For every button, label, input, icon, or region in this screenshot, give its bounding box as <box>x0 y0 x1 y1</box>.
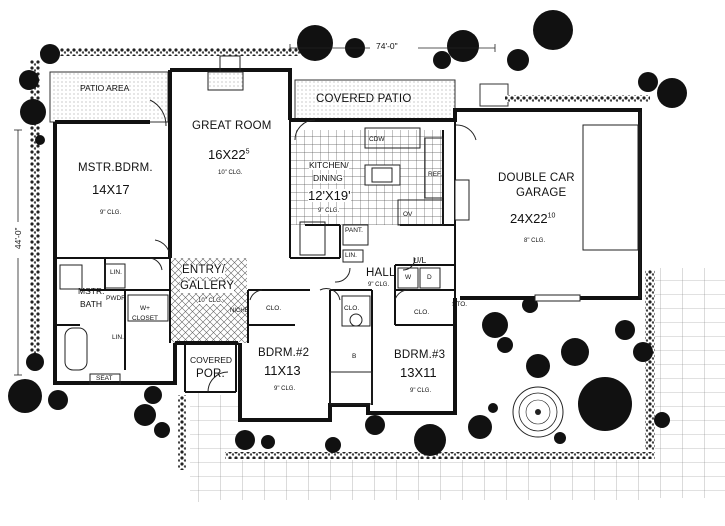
great-room-size: 16X225 <box>208 148 250 161</box>
fixtures-lines <box>59 55 641 405</box>
entry-label-line1: ENTRY/ <box>182 264 226 277</box>
master-bedroom-size: 14X17 <box>92 182 130 197</box>
master-bath-line1: MSTR. <box>78 286 105 296</box>
dimension-lines <box>14 44 496 376</box>
hall-label: HALL <box>366 267 396 279</box>
oven-label: OV <box>403 211 413 218</box>
closet-label-bdrm3: CLO. <box>414 309 430 316</box>
ref-label: REF. <box>428 171 443 178</box>
bedroom3-size: 13X11 <box>400 365 437 380</box>
porch-line2: POR. <box>196 368 225 380</box>
great-room-ceiling: 10" CLG. <box>218 170 243 176</box>
hall-ceiling: 9" CLG. <box>368 282 390 288</box>
entry-label-line2: GALLERY <box>180 280 235 293</box>
bedroom3-ceiling: 9" CLG. <box>410 388 432 394</box>
garage-ceiling: 8" CLG. <box>524 238 546 244</box>
niche-label: NICHE <box>230 308 249 314</box>
closet-label-hall: CLO. <box>344 305 360 312</box>
kitchen-ceiling: 9" CLG. <box>318 208 340 214</box>
seat-label: SEAT <box>96 375 113 382</box>
washer-label: W <box>405 274 412 281</box>
master-bedroom-label: MSTR.BDRM. <box>78 162 153 174</box>
linen-label-closet: LIN. <box>112 334 124 341</box>
linen-label-bath: LIN. <box>110 269 122 276</box>
bath-label: B <box>352 353 357 360</box>
master-bedroom-ceiling: 9" CLG. <box>100 210 122 216</box>
patio-area-label: PATIO AREA <box>80 83 130 93</box>
closet-line1: W+ <box>140 305 150 312</box>
overall-depth-label: 44'-0" <box>12 227 23 250</box>
utility-label: U/L <box>413 255 427 265</box>
garage-size-value: 24X22 <box>510 211 548 226</box>
dryer-label: D <box>427 274 432 281</box>
exterior-walls <box>53 68 642 422</box>
master-bath-line2: BATH <box>80 299 103 309</box>
bedroom2-size: 11X13 <box>264 363 301 378</box>
bedroom2-ceiling: 9" CLG. <box>274 386 296 392</box>
pantry-label: PANT. <box>345 227 363 234</box>
pwdr-label: PWDR <box>106 295 126 302</box>
landscape <box>8 10 725 502</box>
garage-size: 24X2210 <box>510 212 555 225</box>
kitchen-label-line2: DINING <box>313 173 343 183</box>
garage-label-line2: GARAGE <box>516 187 567 199</box>
bedroom3-label: BDRM.#3 <box>394 349 446 361</box>
kitchen-size: 12'X19' <box>308 188 351 203</box>
entry-ceiling: 10" CLG. <box>198 298 223 304</box>
bedroom2-label: BDRM.#2 <box>258 347 310 359</box>
great-room-size-value: 16X22 <box>208 147 246 162</box>
garage-label-line1: DOUBLE CAR <box>498 172 575 184</box>
garage-size-sup: 10 <box>547 212 556 220</box>
closet-label-bdrm2: CLO. <box>266 305 282 312</box>
linen-label-hall: LIN. <box>345 252 357 259</box>
kitchen-label-line1: KITCHEN/ <box>309 160 349 170</box>
storage-label: STO. <box>452 301 468 308</box>
overall-width-label: 74'-0" <box>376 41 398 51</box>
closet-line2: CLOSET <box>132 315 159 322</box>
great-room-label: GREAT ROOM <box>192 120 272 132</box>
cdw-label: CDW <box>369 136 385 143</box>
covered-patio-label: COVERED PATIO <box>316 93 412 105</box>
great-room-size-sup: 5 <box>245 148 250 156</box>
porch-line1: COVERED <box>190 355 233 365</box>
